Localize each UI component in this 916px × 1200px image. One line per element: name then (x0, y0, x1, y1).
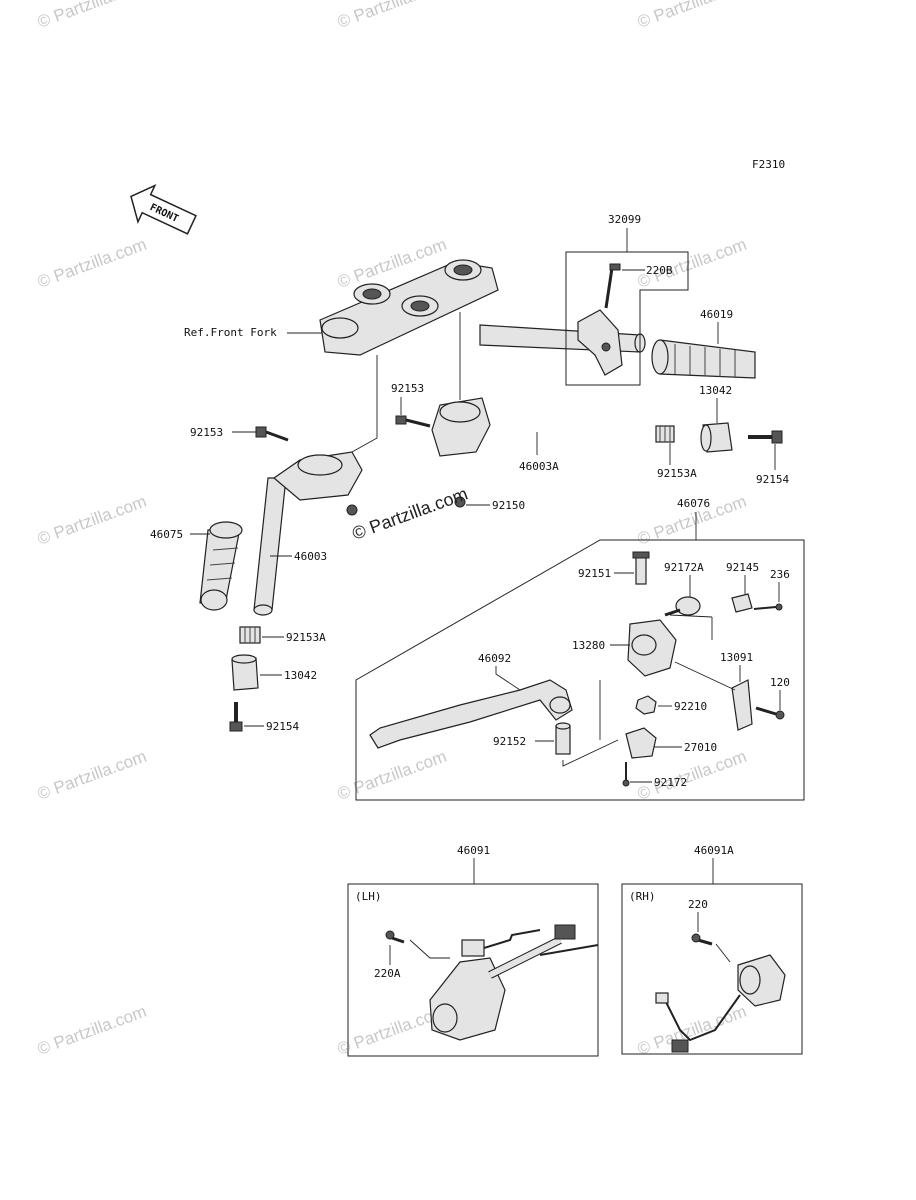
rh-handlebar-switch (655, 954, 786, 1053)
callout-220b: 220B (646, 264, 673, 277)
spring-92145 (731, 593, 753, 613)
callout-92172a: 92172A (664, 561, 704, 574)
plug-92153a-left (239, 626, 261, 644)
adjuster-92172a (664, 596, 701, 617)
watermark: © Partzilla.com (35, 235, 149, 292)
callout-46091: 46091 (457, 844, 490, 857)
screw-220 (691, 933, 713, 946)
screw-92172 (622, 762, 630, 787)
lever-holder-13280 (627, 614, 713, 677)
watermark: © Partzilla.com (335, 0, 449, 32)
lh-handlebar-switch (429, 924, 599, 1041)
callout-13042-left: 13042 (284, 669, 317, 682)
lh-switch-box (347, 883, 599, 1057)
callout-220: 220 (688, 898, 708, 911)
screw-236 (753, 603, 783, 611)
clamp-13091 (731, 679, 753, 731)
bolt-92151 (632, 551, 650, 585)
bolt-92153-left (255, 426, 289, 442)
watermark-overlay: © Partzilla.com (350, 483, 471, 543)
callout-46075: 46075 (150, 528, 183, 541)
left-handlebar (253, 451, 363, 616)
callout-13091: 13091 (720, 651, 753, 664)
callout-92153-left: 92153 (190, 426, 223, 439)
rh-tag: (RH) (629, 890, 656, 903)
bolt-92150-left (346, 504, 358, 516)
watermark: © Partzilla.com (35, 0, 149, 32)
callout-46003: 46003 (294, 550, 327, 563)
callout-46091a: 46091A (694, 844, 734, 857)
grip-46019 (651, 339, 756, 379)
callout-92152: 92152 (493, 735, 526, 748)
nut-92210 (635, 695, 657, 715)
watermark: © Partzilla.com (35, 1002, 149, 1059)
callout-92153-mid: 92153 (391, 382, 424, 395)
upper-triple-clamp (319, 259, 499, 356)
callout-92210: 92210 (674, 700, 707, 713)
watermark: © Partzilla.com (635, 1002, 749, 1059)
callout-46076: 46076 (677, 497, 710, 510)
watermark: © Partzilla.com (335, 747, 449, 804)
diagram-code: F2310 (752, 158, 785, 171)
callout-13042-top: 13042 (699, 384, 732, 397)
callout-92150: 92150 (492, 499, 525, 512)
watermark: © Partzilla.com (35, 747, 149, 804)
watermark: © Partzilla.com (35, 492, 149, 549)
callout-32099: 32099 (608, 213, 641, 226)
callout-46092: 46092 (478, 652, 511, 665)
bolt-92154-left (229, 702, 243, 732)
plug-92153a-right (655, 425, 675, 443)
screw-220a (385, 930, 405, 944)
callout-46019: 46019 (700, 308, 733, 321)
callout-120: 120 (770, 676, 790, 689)
bolt-120 (755, 706, 785, 720)
switch-27010 (625, 727, 657, 759)
collar-92152 (555, 722, 571, 755)
throttle-housing (577, 263, 623, 376)
bolt-92150 (454, 496, 466, 508)
weight-13042-left (231, 654, 259, 691)
callout-92153a-right: 92153A (657, 467, 697, 480)
callout-220a: 220A (374, 967, 401, 980)
callout-92153a-left: 92153A (286, 631, 326, 644)
rh-switch-box (621, 883, 803, 1055)
ref-front-fork-label: Ref.Front Fork (184, 326, 277, 339)
lh-tag: (LH) (355, 890, 382, 903)
bolt-92153-mid (395, 415, 431, 428)
callout-27010: 27010 (684, 741, 717, 754)
weight-13042-top (700, 422, 733, 453)
callout-13280: 13280 (572, 639, 605, 652)
callout-92172: 92172 (654, 776, 687, 789)
watermark: © Partzilla.com (635, 0, 749, 32)
bolt-92154-right (748, 430, 783, 444)
lever-46092 (369, 679, 573, 749)
callout-92151: 92151 (578, 567, 611, 580)
front-arrow-icon: FRONT (130, 184, 197, 235)
callout-46003a: 46003A (519, 460, 559, 473)
callout-92145: 92145 (726, 561, 759, 574)
grip-46075 (199, 521, 243, 611)
callout-92154-left: 92154 (266, 720, 299, 733)
callout-92154-right: 92154 (756, 473, 789, 486)
callout-236: 236 (770, 568, 790, 581)
